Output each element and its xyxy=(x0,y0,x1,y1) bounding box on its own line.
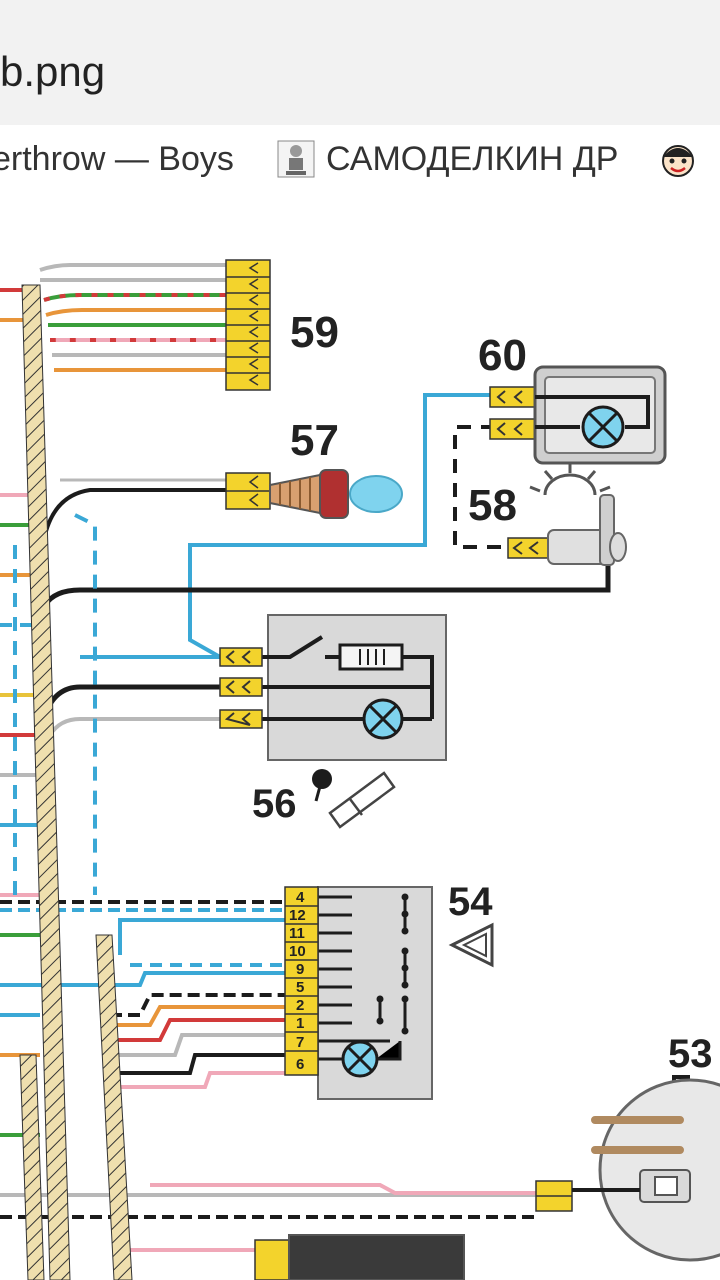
label-57: 57 xyxy=(290,416,339,465)
pin-label: 9 xyxy=(296,961,304,978)
resistor-56-icon xyxy=(338,643,404,671)
component-56-box xyxy=(262,614,447,761)
component-54-switch-box xyxy=(317,886,433,1100)
light-beam-icon xyxy=(543,473,597,496)
cartoon-face-favicon-icon xyxy=(662,145,694,177)
bulb-57-icon xyxy=(349,475,403,513)
component-53-fuel-gauge xyxy=(591,1078,720,1262)
wire-black-57 xyxy=(43,488,228,536)
cigarette-lighter-icon xyxy=(312,769,396,829)
wires-to-59 xyxy=(39,263,228,372)
bookmark-label: САМОДЕЛКИН ДР xyxy=(326,139,619,178)
pin-label: 2 xyxy=(296,997,304,1014)
label-53: 53 xyxy=(668,1032,713,1076)
pin-label: 6 xyxy=(296,1056,304,1073)
component-58-switch xyxy=(547,494,627,566)
connector-57 xyxy=(225,472,271,510)
connector-bottom xyxy=(254,1234,465,1280)
robot-favicon-icon xyxy=(277,140,315,178)
bookmark-label: erthrow — Boys xyxy=(0,139,234,178)
browser-title-bar: b.png xyxy=(0,0,720,125)
component-60-lamp-housing xyxy=(529,365,667,496)
connector-60 xyxy=(489,386,536,440)
pin-label: 1 xyxy=(296,1015,304,1032)
wire-harness-secondary xyxy=(95,934,133,1280)
label-60: 60 xyxy=(478,331,527,380)
connector-59 xyxy=(225,259,271,391)
pin-label: 10 xyxy=(289,943,306,960)
pin-label: 5 xyxy=(296,979,304,996)
connector-56 xyxy=(219,647,263,729)
connector-58 xyxy=(507,537,549,559)
label-59: 59 xyxy=(290,308,339,357)
bookmark-item[interactable]: САМОДЕЛКИН ДР xyxy=(276,139,618,179)
wire-harness-left xyxy=(19,1054,45,1280)
connector-54: 4 12 11 10 9 5 2 1 7 6 xyxy=(284,886,319,1076)
pin-label: 7 xyxy=(296,1034,304,1051)
label-56: 56 xyxy=(252,782,297,826)
wire-black-56 xyxy=(42,684,220,716)
image-viewer[interactable]: 59 60 57 58 xyxy=(0,195,720,1280)
wiring-diagram: 59 60 57 58 xyxy=(0,259,720,1280)
label-58: 58 xyxy=(468,481,517,530)
bookmarks-bar: erthrow — Boys САМОДЕЛКИН ДР xyxy=(0,125,720,196)
label-54: 54 xyxy=(448,880,493,924)
wire-harness-main xyxy=(21,284,71,1280)
bookmark-item[interactable] xyxy=(658,139,708,179)
bookmark-item[interactable]: erthrow — Boys xyxy=(0,139,234,179)
wire-blue-60-56 xyxy=(188,393,495,659)
pin-label: 4 xyxy=(296,889,305,906)
connector-53 xyxy=(535,1180,573,1212)
tab-title[interactable]: b.png xyxy=(0,48,106,95)
pin-label: 12 xyxy=(289,907,306,924)
component-57-bulb xyxy=(269,469,403,519)
pin-label: 11 xyxy=(289,925,305,942)
wire-black-dashed-60-58 xyxy=(453,425,512,549)
